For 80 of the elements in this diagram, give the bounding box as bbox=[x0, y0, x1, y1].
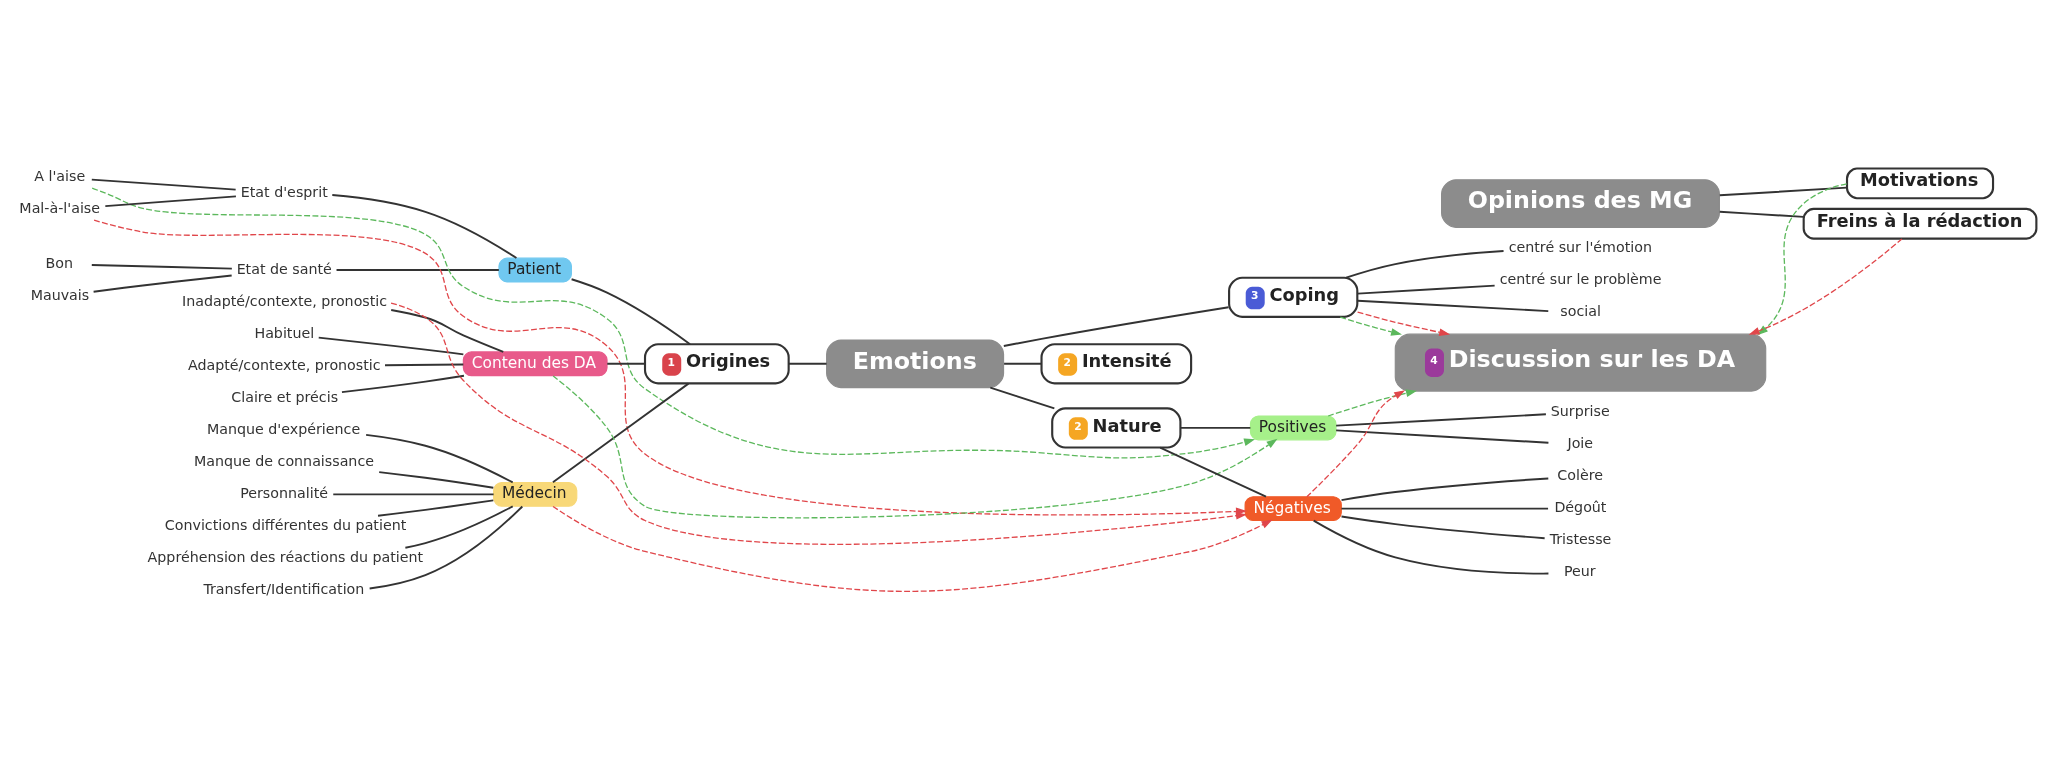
node-box: Patient bbox=[498, 257, 572, 283]
node-text: A l'aise bbox=[34, 168, 86, 185]
arrow bbox=[91, 187, 1256, 459]
node-text: Convictions différentes du patient bbox=[164, 517, 407, 534]
connector bbox=[90, 264, 233, 270]
node-text: centré sur le problème bbox=[1499, 271, 1662, 288]
node-text: Manque de connaissance bbox=[193, 453, 374, 470]
connector bbox=[787, 362, 828, 365]
node-text: Manque d'expérience bbox=[206, 420, 361, 437]
node-box: 3 Coping bbox=[1228, 276, 1359, 318]
connector bbox=[1335, 429, 1550, 444]
connector bbox=[377, 499, 495, 517]
connector bbox=[1356, 299, 1550, 313]
node-box: Médecin bbox=[493, 481, 578, 507]
connector bbox=[404, 505, 514, 549]
node-text: social bbox=[1560, 303, 1601, 320]
node-text: Tristesse bbox=[1549, 531, 1612, 548]
node-text: centré sur l'émotion bbox=[1508, 239, 1652, 256]
connector bbox=[331, 194, 518, 259]
arrow bbox=[1339, 316, 1402, 336]
node-text: Habituel bbox=[254, 324, 315, 341]
connector bbox=[1159, 446, 1267, 498]
connector bbox=[378, 471, 495, 489]
connector bbox=[1003, 362, 1043, 365]
connector bbox=[570, 278, 691, 346]
node-text: Appréhension des réactions du patient bbox=[147, 549, 424, 566]
connector bbox=[335, 269, 500, 271]
node-box: 2 Intensité bbox=[1040, 343, 1193, 385]
node-text: Dégoût bbox=[1554, 499, 1607, 516]
node-box: Opinions des MG bbox=[1441, 179, 1720, 228]
node-box: Négatives bbox=[1244, 496, 1342, 522]
node-text: Etat de santé bbox=[236, 260, 332, 277]
connector bbox=[384, 363, 465, 367]
connector bbox=[1340, 507, 1549, 510]
connector bbox=[317, 336, 465, 356]
connector bbox=[1356, 284, 1496, 295]
node-text: Colère bbox=[1557, 467, 1604, 484]
connector bbox=[606, 362, 646, 365]
connector bbox=[368, 505, 524, 590]
connector bbox=[92, 274, 233, 293]
connector bbox=[989, 386, 1056, 410]
node-box: Contenu des DA bbox=[462, 351, 608, 377]
node-text: Mal-à-l'aise bbox=[19, 200, 101, 217]
node-text: Transfert/Identification bbox=[203, 581, 365, 598]
connector bbox=[1179, 427, 1252, 429]
node-text: Personnalité bbox=[240, 485, 329, 502]
connector bbox=[1335, 413, 1547, 427]
node-text: Joie bbox=[1567, 435, 1594, 452]
node-text: Inadapté/contexte, pronostic bbox=[182, 292, 388, 309]
connector bbox=[1002, 306, 1230, 347]
node-text: Peur bbox=[1563, 563, 1596, 580]
connector bbox=[90, 178, 237, 191]
connector bbox=[1345, 250, 1505, 279]
node-box: 1 Origines bbox=[643, 343, 790, 385]
node-box: Positives bbox=[1249, 415, 1337, 441]
connector bbox=[104, 195, 237, 208]
node-box: Emotions bbox=[826, 339, 1005, 389]
node-text: Mauvais bbox=[30, 286, 90, 303]
arrow bbox=[1327, 389, 1417, 417]
connector bbox=[332, 493, 495, 496]
connector bbox=[365, 433, 514, 484]
node-text: Adapté/contexte, pronostic bbox=[187, 356, 381, 373]
node-text: Etat d'esprit bbox=[240, 183, 328, 200]
connector bbox=[1312, 519, 1550, 575]
connector bbox=[1718, 186, 1848, 197]
connector bbox=[1718, 210, 1805, 218]
node-box: Motivations bbox=[1845, 167, 1995, 200]
connector bbox=[341, 374, 465, 394]
node-text: Surprise bbox=[1550, 403, 1610, 420]
connector bbox=[390, 309, 505, 353]
node-box: 2 Nature bbox=[1051, 407, 1182, 449]
node-text: Bon bbox=[45, 254, 73, 271]
arrow bbox=[1356, 311, 1451, 336]
connector bbox=[1340, 477, 1550, 502]
node-box: Freins à la rédaction bbox=[1802, 207, 2038, 240]
connector bbox=[1340, 515, 1546, 540]
node-text: Claire et précis bbox=[231, 388, 339, 405]
node-box: 4 Discussion sur les DA bbox=[1394, 333, 1767, 392]
connector bbox=[552, 382, 690, 484]
arrow bbox=[1306, 390, 1406, 498]
